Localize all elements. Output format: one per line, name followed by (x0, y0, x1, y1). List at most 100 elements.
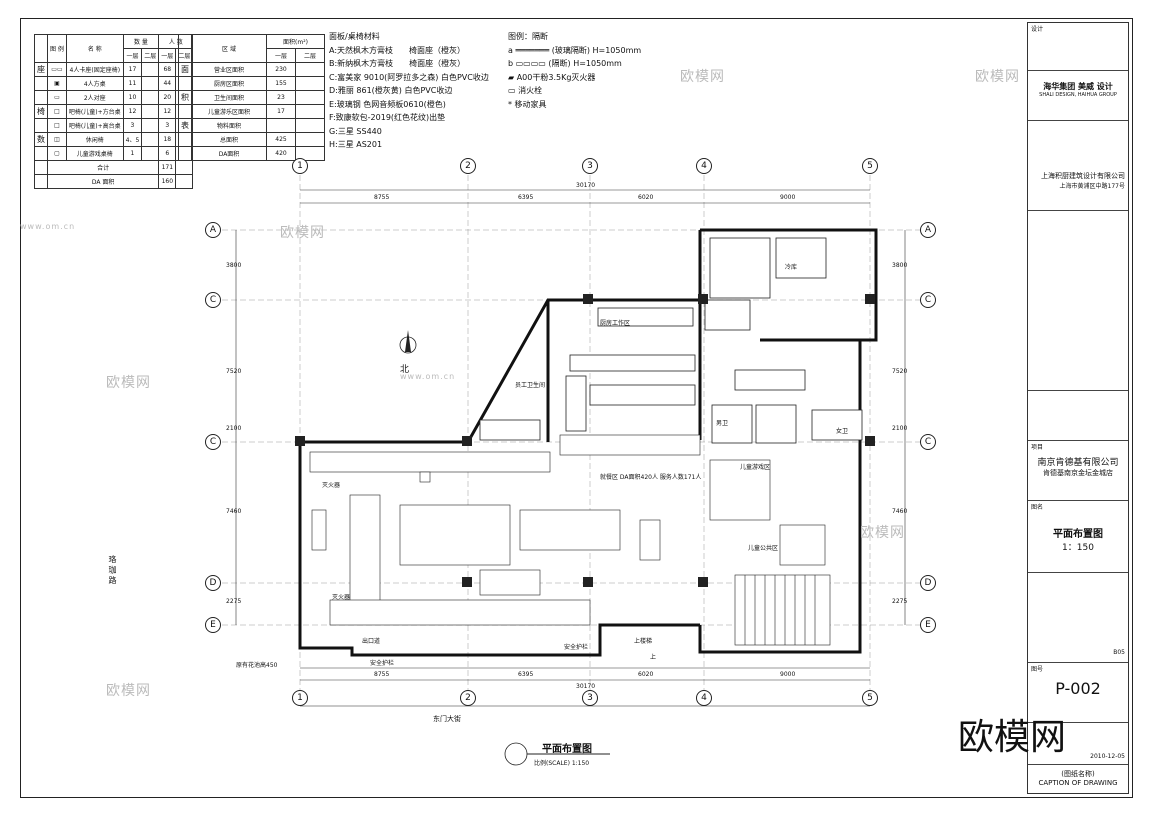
grid-bubble-C1: C (205, 292, 221, 308)
dim-side-4: 7460 (226, 508, 242, 515)
grid-bubble-C1-right: C (920, 292, 936, 308)
guardrail-label: 安全护栏 (370, 660, 395, 667)
east-gate-label: 东门大街 (433, 715, 461, 723)
grid-bubble-D-right: D (920, 575, 936, 591)
tb-caption-cn: (图纸名称) (1061, 770, 1095, 778)
materials-title: 面板/桌椅材料 (329, 32, 380, 41)
symbol-text: A00干粉3.5Kg灭火器 (516, 72, 596, 82)
material-item: A:天然枫木方膏枝 椅面座（橙灰） (329, 45, 466, 55)
entrance-label: 上 (650, 654, 657, 661)
street-label: 珞 珈 路 (108, 555, 117, 585)
grid-bubble-1-bottom: 1 (292, 690, 308, 706)
legend-symbol: □ (47, 104, 67, 119)
dim-top-1: 8755 (374, 194, 390, 201)
grid-bubble-5: 5 (862, 158, 878, 174)
symbol-text: (玻璃隔断) H=1050mm (551, 45, 642, 55)
dim-side-2-right: 7520 (892, 368, 908, 375)
tb-client: 项目 南京肯德基有限公司 肯德基南京金坛金城店 (1028, 441, 1128, 501)
tb-company-sub: SHALI DESIGN, HAIHUA GROUP (1039, 92, 1117, 98)
tb-code-value: B05 (1113, 649, 1125, 656)
drawing-title: 平面布置图 (542, 744, 592, 755)
title-block: 设计 海华集团 美威 设计 SHALI DESIGN, HAIHUA GROUP… (1027, 22, 1129, 794)
drawing-frame (20, 18, 1133, 798)
symbol-text: 消火栓 (518, 86, 543, 95)
grid-bubble-1: 1 (292, 158, 308, 174)
grid-bubble-2: 2 (460, 158, 476, 174)
structural-columns (295, 294, 875, 587)
staff-toilet-label: 员工卫生间 (515, 382, 546, 389)
dim-side-1: 3800 (226, 262, 242, 269)
dimension-lines (235, 189, 906, 681)
dim-top-2: 6395 (518, 194, 534, 201)
tb-caption: (图纸名称) CAPTION OF DRAWING (1028, 765, 1128, 787)
grid-bubble-4-bottom: 4 (696, 690, 712, 706)
cold-room-label: 冷库 (785, 264, 798, 271)
symbol-key: a (508, 45, 513, 55)
extinguisher-icon: ▰ (508, 72, 517, 82)
grid-bubble-2-bottom: 2 (460, 690, 476, 706)
tb-client-label: 项目 (1031, 444, 1044, 451)
seating-legend-table: 图 例 名 称 数 量 人 数 一层 二层 一层 二层 座▭▭4人卡座(固定座椅… (34, 34, 194, 189)
planter-label: 原有花池高450 (236, 662, 278, 669)
dim-side-3-right: 2100 (892, 425, 908, 432)
dim-side-3: 2100 (226, 425, 242, 432)
dim-top-4: 9000 (780, 194, 796, 201)
grid-bubble-3: 3 (582, 158, 598, 174)
guardrail-label-2: 安全护栏 (564, 644, 589, 651)
dim-side-5: 2275 (226, 598, 242, 605)
tb-company-name: 海华集团 美威 设计 (1043, 82, 1113, 91)
floor-plan (222, 175, 920, 766)
tb-client-name: 南京肯德基有限公司 (1037, 458, 1119, 468)
material-item: E:玻璃钢 色网音频板0610(橙色) (329, 99, 446, 109)
tb-firm: 上海积厨建筑设计有限公司 上海市黄浦区中路177号 (1028, 121, 1128, 211)
extinguisher-label: 灭火器 (322, 482, 341, 489)
watermark: 欧模网 (106, 683, 151, 699)
grid-bubble-A: A (205, 222, 221, 238)
watermark-logo: 欧模网 (958, 717, 1067, 758)
symbols-title: 图例：隔断 (508, 32, 548, 41)
watermark: 欧模网 (975, 69, 1020, 85)
partition-icon: ▭▭▭▭ (515, 59, 546, 68)
toilet-men-label: 男卫 (716, 420, 729, 427)
title-marker-icon (504, 742, 528, 766)
grid-bubble-E: E (205, 617, 221, 633)
tb-blank-2 (1028, 391, 1128, 441)
drawing-scale: 比例(SCALE) 1:150 (534, 760, 590, 767)
tb-sheet-number: P-002 (1055, 679, 1101, 698)
toilet-women-label: 女卫 (836, 428, 849, 435)
hydrant-icon: ▭ (508, 86, 519, 95)
legend-symbol: □ (47, 118, 67, 133)
grid-bubble-A-right: A (920, 222, 936, 238)
kids-area-label: 儿童游戏区 (740, 464, 771, 471)
extinguisher-label-2: 灭火器 (332, 594, 351, 601)
material-item: B:新纳枫木方膏枝 椅面座（橙灰） (329, 59, 466, 68)
dim-bottom-3: 6020 (638, 671, 654, 678)
tb-company: 海华集团 美威 设计 SHALI DESIGN, HAIHUA GROUP (1028, 71, 1128, 121)
watermark: 欧模网 (860, 525, 905, 541)
tb-firm-address: 上海市黄浦区中路177号 (1059, 183, 1125, 190)
dim-side-1-right: 3800 (892, 262, 908, 269)
stair-label: 上楼梯 (634, 638, 653, 645)
staircase (734, 574, 831, 646)
grid-bubble-3-bottom: 3 (582, 690, 598, 706)
tb-firm-name: 上海积厨建筑设计有限公司 (1041, 172, 1125, 180)
material-item: H:三星 AS201 (329, 140, 383, 149)
seating (309, 434, 826, 626)
watermark-url: www.om.cn (20, 222, 76, 231)
grid-bubble-4: 4 (696, 158, 712, 174)
symbols-legend: 图例：隔断 a ═══════ (玻璃隔断) H=1050mm b ▭▭▭▭ (… (508, 30, 641, 111)
watermark: 欧模网 (680, 69, 725, 85)
tb-code: B05 (1028, 573, 1128, 663)
tb-sheet-label: 图号 (1031, 666, 1044, 673)
dim-bottom-1: 8755 (374, 671, 390, 678)
material-item: C:富美家 9010(阿罗拉多之森) 白色PVC收边 (329, 72, 489, 82)
tb-caption-en: CAPTION OF DRAWING (1038, 779, 1118, 787)
watermark: 欧模网 (280, 225, 325, 241)
dim-bottom-2: 6395 (518, 671, 534, 678)
kids-public-label: 儿童公共区 (748, 545, 779, 552)
north-label: 北 (400, 365, 410, 375)
dim-overall: 30170 (576, 182, 596, 189)
dining-label: 就餐区 DA面积420人 服务人数171人 (600, 474, 702, 481)
dim-bottom-4: 9000 (780, 671, 796, 678)
